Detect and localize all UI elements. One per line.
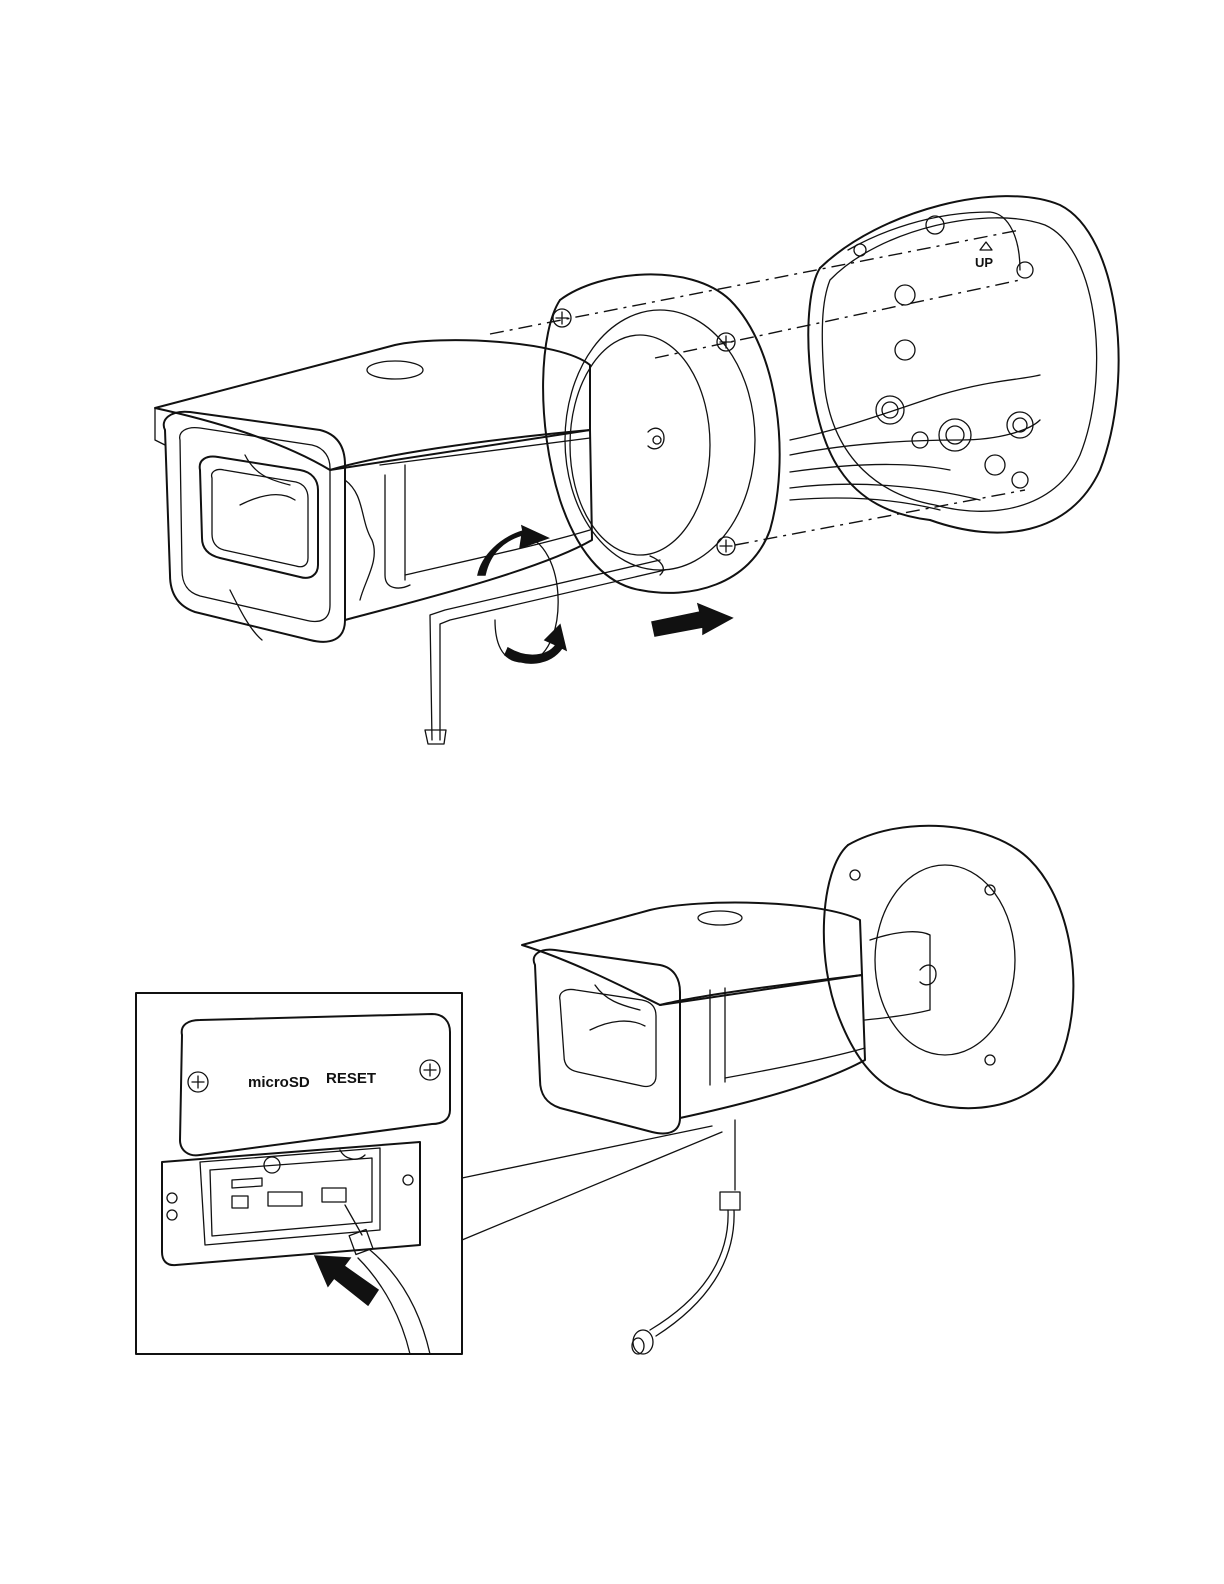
- top-figure: UP: [155, 196, 1119, 744]
- open-compartment: [162, 1142, 420, 1265]
- cables-top: [790, 375, 1040, 510]
- camera-body-top: [155, 340, 592, 642]
- bottom-figure: microSD RESET: [136, 826, 1073, 1354]
- camera-body-bottom: [522, 903, 930, 1354]
- up-marking: UP: [975, 255, 993, 270]
- junction-box: UP: [808, 196, 1118, 532]
- push-arrow-top[interactable]: [652, 604, 732, 636]
- microsd-label: microSD: [248, 1074, 310, 1091]
- microsd-slot[interactable]: [232, 1178, 262, 1188]
- alignment-lines: [490, 230, 1025, 545]
- connector-right[interactable]: [322, 1188, 346, 1202]
- screw-bottom: [717, 537, 735, 555]
- reset-label: RESET: [326, 1070, 376, 1087]
- callout-lines: [462, 1126, 722, 1240]
- rotation-arrow[interactable]: [478, 526, 566, 663]
- connector-left: [268, 1192, 302, 1206]
- access-cover: microSD RESET: [180, 1014, 450, 1155]
- mounting-plate: [543, 274, 780, 592]
- inset-frame: [136, 993, 462, 1354]
- reset-button[interactable]: [232, 1196, 248, 1208]
- inset-detail: microSD RESET: [136, 993, 462, 1354]
- insert-arrow[interactable]: [315, 1256, 378, 1305]
